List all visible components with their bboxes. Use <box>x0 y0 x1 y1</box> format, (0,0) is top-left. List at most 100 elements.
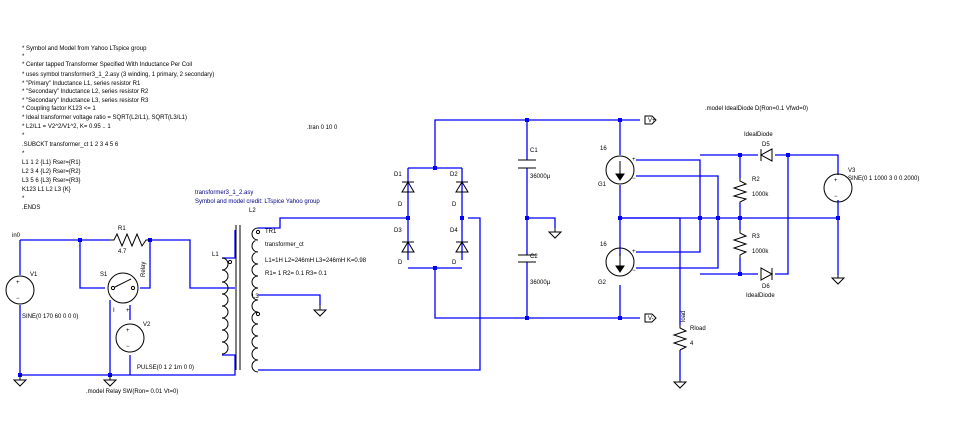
v1-value: SINE(0 170 60 0 0 0) <box>22 314 78 320</box>
r3-label: R3 <box>752 234 760 240</box>
d3-label: D3 <box>394 228 402 234</box>
controlled-current-source-g2[interactable]: 16 G2 + − <box>598 242 636 286</box>
l3-label: L3 <box>252 294 259 300</box>
voltage-source-v1[interactable]: + − V1 SINE(0 170 60 0 0 0) <box>5 272 78 320</box>
netlist-line: K123 L1 L2 L3 {K} <box>22 187 71 193</box>
minus-sign: − <box>632 176 636 182</box>
diode-d1[interactable]: D1 D <box>394 172 415 208</box>
diode-d5[interactable]: IdealDiode D5 <box>744 132 773 162</box>
v2-label: V2 <box>143 322 151 328</box>
g1-gain: 16 <box>600 146 607 152</box>
capacitor-c2[interactable]: C2 36000µ <box>518 254 551 286</box>
relay-switch-s1[interactable]: S1 Relay I + <box>100 262 147 314</box>
d5-model: IdealDiode <box>744 132 773 138</box>
relay-model-directive[interactable]: .model Relay SW(Ron= 0.01 Vt=0) <box>86 389 178 395</box>
resistor-rload[interactable]: Rload 4 <box>672 325 706 351</box>
diode-d4[interactable]: D4 D <box>450 228 469 266</box>
netlist-line: * <box>22 151 25 157</box>
netlist-line: .SUBCKT transformer_ct 1 2 3 4 5 6 <box>22 142 119 148</box>
minus-sign: − <box>126 344 130 350</box>
tr1-inductance-params: L1=1H L2=246mH L3=246mH K=0.98 <box>265 258 367 264</box>
netlist-line: * Symbol and Model from Yahoo LTspice gr… <box>22 46 147 52</box>
v1-label: V1 <box>30 272 38 278</box>
net-label-vminus: V- <box>648 316 654 322</box>
minus-sign: − <box>834 194 838 200</box>
d6-label: D6 <box>762 284 770 290</box>
d4-label: D4 <box>450 228 458 234</box>
netlist-line: L2 3 4 {L2} Rser={R2} <box>22 169 81 175</box>
resistor-r1[interactable]: R1 4.7 <box>110 226 150 255</box>
tr1-label: TR1 <box>265 229 277 235</box>
d2-model: D <box>452 202 457 208</box>
symbol-credit-line-2: Symbol and model credit: LTspice Yahoo g… <box>195 199 320 205</box>
tran-directive[interactable]: .tran 0 10 0 <box>307 125 338 131</box>
transformer-tr1[interactable]: L1 L2 L3 TR1 transformer_ct L1=1H L2=246… <box>212 208 367 373</box>
net-label-load: load <box>681 311 687 322</box>
net-label-in0: in0 <box>12 233 21 239</box>
netlist-line: * L2/L1 = V2^2/V1^2, K= 0.95 .. 1 <box>22 124 111 130</box>
netlist-line: * <box>22 133 25 139</box>
netlist-line: * "Secondary" Inductance L2, series resi… <box>22 89 149 95</box>
d6-model: IdealDiode <box>746 293 775 299</box>
netlist-directive-block[interactable]: * Symbol and Model from Yahoo LTspice gr… <box>22 46 214 211</box>
netlist-line: * <box>22 54 25 60</box>
resistor-r3[interactable]: R3 1000k <box>732 230 769 258</box>
tr1-model: transformer_ct <box>265 242 304 248</box>
controlled-current-source-g1[interactable]: 16 G1 + − <box>598 146 636 188</box>
plus-sign: + <box>632 249 636 255</box>
ideal-diode-model-directive[interactable]: .model IdealDiode D(Ron=0.1 Vfwd=0) <box>705 106 808 112</box>
g2-gain: 16 <box>600 242 607 248</box>
netlist-line: * "Primary" Inductance L1, series resist… <box>22 81 141 87</box>
plus-sign: + <box>632 157 636 163</box>
netlist-line: * <box>22 196 25 202</box>
r1-label: R1 <box>118 226 126 232</box>
netlist-line: * Coupling factor K123 <= 1 <box>22 106 96 112</box>
voltage-source-v3[interactable]: + − V3 SINE(0 1 1000 3 0 0 2000) <box>823 168 919 203</box>
r2-value: 1000k <box>752 192 769 198</box>
ground-symbol <box>102 375 118 387</box>
ground-symbol <box>547 228 563 239</box>
d3-model: D <box>398 260 403 266</box>
d1-model: D <box>398 202 403 208</box>
g2-label: G2 <box>598 280 607 286</box>
v2-value: PULSE(0 1 2 1m 0 0) <box>137 365 194 371</box>
c2-label: C2 <box>530 254 538 260</box>
netlist-line: .ENDS <box>22 205 40 211</box>
rload-label: Rload <box>690 326 706 332</box>
plus-sign: + <box>126 308 130 314</box>
l1-label: L1 <box>212 252 219 258</box>
rload-value: 4 <box>690 341 694 347</box>
g1-label: G1 <box>598 182 607 188</box>
wires <box>19 119 839 380</box>
netlist-line: * uses symbol transformer3_1_2.asy (3 wi… <box>22 72 214 78</box>
r2-label: R2 <box>752 177 760 183</box>
s1-label: S1 <box>100 272 108 278</box>
v3-value: SINE(0 1 1000 3 0 0 2000) <box>848 176 919 182</box>
c2-value: 36000µ <box>530 280 551 286</box>
minus-sign: I <box>113 308 115 314</box>
voltage-source-v2[interactable]: + − V2 PULSE(0 1 2 1m 0 0) <box>115 322 194 371</box>
net-flag-vminus: V- <box>644 313 657 323</box>
diode-d3[interactable]: D3 D <box>394 228 415 266</box>
resistor-r2[interactable]: R2 1000k <box>732 177 769 203</box>
wire-junctions <box>18 118 840 377</box>
v3-label: V3 <box>848 168 856 174</box>
ground-symbol <box>830 275 846 285</box>
d5-label: D5 <box>762 142 770 148</box>
plus-sign: + <box>126 328 130 334</box>
netlist-line: * Ideal transformer voltage ratio = SQRT… <box>22 115 187 121</box>
r1-value: 4.7 <box>118 249 127 255</box>
netlist-line: * "Secondary" Inductance L3, series resi… <box>22 98 149 104</box>
net-label-vplus: V+ <box>648 118 656 124</box>
tr1-resistance-params: R1= 1 R2= 0.1 R3= 0.1 <box>265 271 328 277</box>
l2-label: L2 <box>249 208 256 214</box>
minus-sign: − <box>16 296 20 302</box>
ground-symbol <box>12 375 28 387</box>
capacitor-c1[interactable]: C1 36000µ <box>518 148 551 180</box>
d4-model: D <box>452 260 457 266</box>
d2-label: D2 <box>450 172 458 178</box>
diode-d2[interactable]: D2 D <box>450 172 469 208</box>
diode-d6[interactable]: D6 IdealDiode <box>746 267 775 299</box>
netlist-line: * Center tapped Transformer Specified Wi… <box>22 62 192 68</box>
